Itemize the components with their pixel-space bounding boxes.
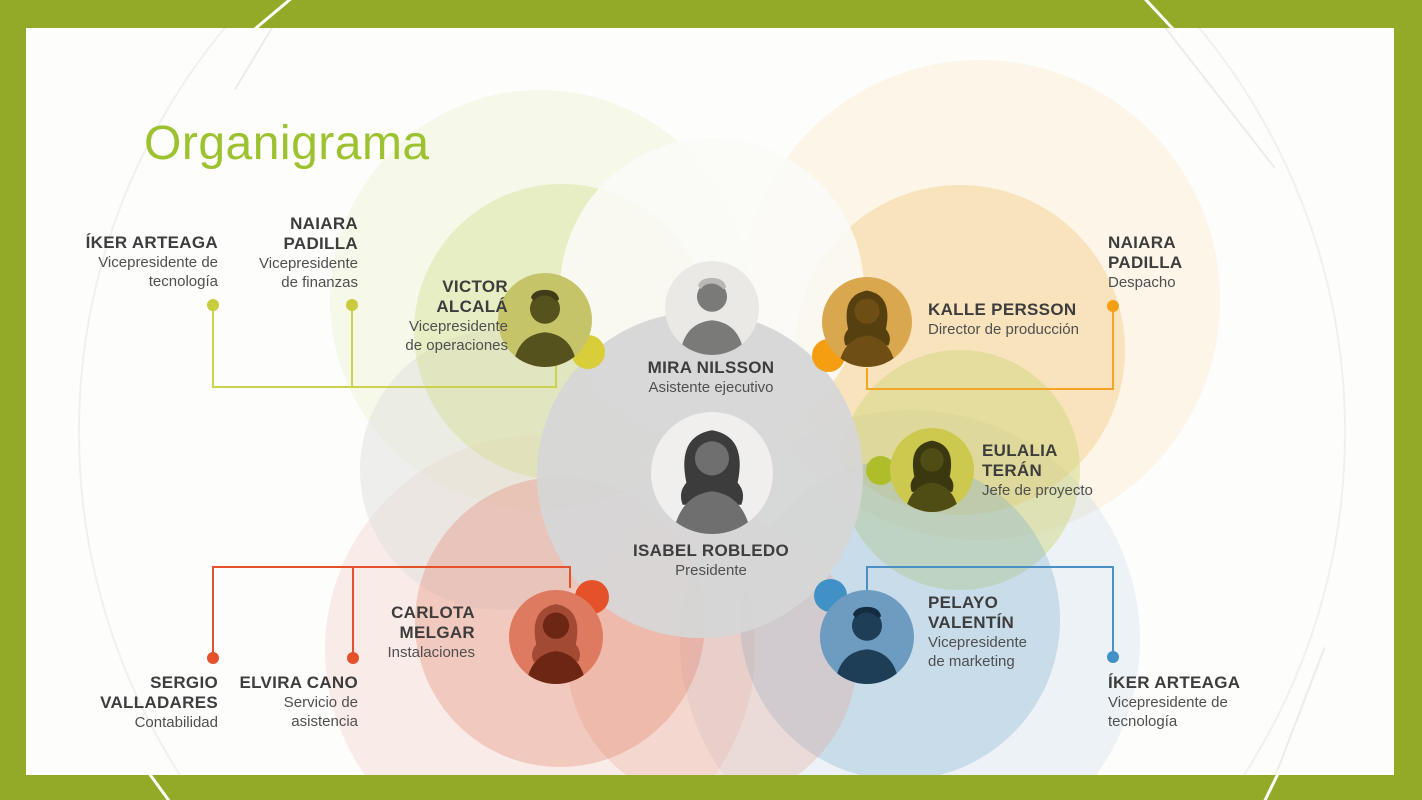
frame-bottom [0,775,1422,800]
connector-marketing-riser [1112,566,1114,657]
label-naiara-padilla-top: NAIARA PADILLA Vicepresidente de finanza… [259,214,358,291]
connector-facilities-drop [569,566,571,588]
label-elvira-cano: ELVIRA CANO Servicio de asistencia [239,673,358,730]
photo-kalle-persson [822,277,912,367]
photo-eulalia-teran [890,428,974,512]
label-iker-arteaga-bottom: ÍKER ARTEAGA Vicepresidente de tecnologí… [1108,673,1241,730]
label-isabel-robledo: ISABEL ROBLEDO Presidente [633,541,789,579]
background-arc-large [78,0,1346,800]
node-dot-naiara-top [346,299,358,311]
frame-right [1394,0,1422,800]
node-dot-elvira [347,652,359,664]
node-dot-sergio [207,652,219,664]
label-kalle-persson: KALLE PERSSON Director de producción [928,300,1079,338]
label-iker-arteaga-top: ÍKER ARTEAGA Vicepresidente de tecnologí… [85,233,218,290]
photo-pelayo-valentin [820,590,914,684]
connector-facilities-horizontal [212,566,571,568]
connector-production-drop [866,368,868,389]
label-mira-nilsson: MIRA NILSSON Asistente ejecutivo [647,358,775,396]
node-dot-iker-top [207,299,219,311]
frame-left [0,0,26,800]
label-sergio-valladares: SERGIO VALLADARES Contabilidad [100,673,218,731]
connector-facilities-vertical-2 [352,566,354,658]
connector-production-riser [1112,306,1114,390]
node-dot-naiara-right [1107,300,1119,312]
connector-finance-riser [555,356,557,388]
photo-carlota-melgar [509,590,603,684]
label-victor-alcala: VICTOR ALCALÁ Vicepresidente de operacio… [405,277,508,354]
photo-mira-nilsson [665,261,759,355]
frame-top [0,0,1422,28]
connector-facilities-vertical-1 [212,566,214,658]
connector-marketing-drop [866,566,868,590]
label-pelayo-valentin: PELAYO VALENTÍN Vicepresidente de market… [928,593,1027,670]
connector-production-horizontal [866,388,1114,390]
label-eulalia-teran: EULALIA TERÁN Jefe de proyecto [982,441,1093,499]
connector-marketing-horizontal [866,566,1114,568]
photo-isabel-robledo [651,412,773,534]
page-title: Organigrama [144,117,430,170]
connector-finance-vertical-1 [212,305,214,388]
label-carlota-melgar: CARLOTA MELGAR Instalaciones [387,603,475,661]
node-dot-iker-bottom [1107,651,1119,663]
connector-finance-vertical-2 [351,305,353,388]
photo-victor-alcala [498,273,592,367]
connector-finance-horizontal [212,386,557,388]
label-naiara-padilla-right: NAIARA PADILLA Despacho [1108,233,1183,291]
